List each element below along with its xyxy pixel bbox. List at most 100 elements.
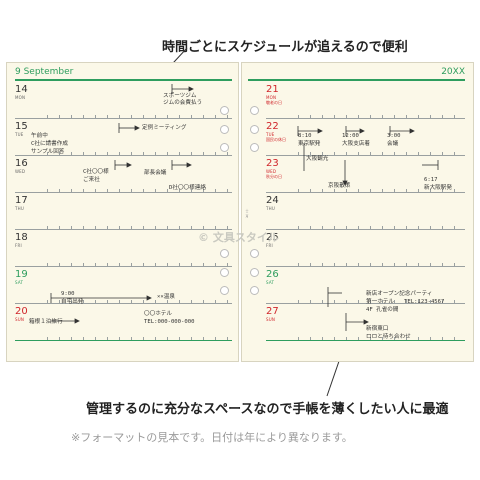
entry: TEL:000-000-000 [144,319,195,325]
year-header: 20XX [441,67,465,77]
binder-hole [220,286,229,295]
callout-thin-planner: 管理するのに充分なスペースなので手帳を薄くしたい人に最適 [86,402,449,417]
day-row-27[interactable]: 27 SUN [266,304,465,341]
row-divider [266,118,465,119]
row-divider [15,118,232,119]
entry: 京阪散策 [328,183,351,189]
binder-hole [220,268,229,277]
entry: 東京駅発 [298,141,321,147]
entry: 大阪観光 [306,156,329,162]
header-rule [248,79,465,81]
day-number: 20 [15,306,28,317]
entry: ご来社 [83,177,100,183]
day-name: THU [266,206,275,211]
entry: C社〇〇様 [83,169,109,175]
entry: 新宿東口 [366,326,389,332]
time-ticks [298,263,465,267]
day-row-15[interactable]: 15 TUE [15,119,232,156]
time-ticks [298,189,465,193]
time-ticks [298,300,465,304]
day-row-23[interactable]: 23 WED 秋分の日 [266,156,465,193]
time-ticks [47,226,232,230]
time-ticks [298,115,465,119]
day-number: 14 [15,84,28,95]
day-row-14[interactable]: 14 MON [15,82,232,119]
row-divider [15,303,232,304]
spine-label: 十二月 [245,209,249,218]
time-ticks [47,115,232,119]
time-ticks [298,152,465,156]
day-name: SAT [15,280,24,285]
entry: ロロと待ち合わせ [366,334,411,340]
day-number: 19 [15,269,28,280]
entry: 会議 [387,141,399,147]
entry: 12:00 [342,133,359,139]
day-row-26[interactable]: 26 SAT [266,267,465,304]
planner-right-page: 20XX 十二月 21 MON 敬老の日 22 TUE 国民の休日 23 WED… [241,62,474,362]
day-number: 22 [266,121,279,132]
day-name: SUN [266,317,276,322]
day-row-24[interactable]: 24 THU [266,193,465,230]
day-number: 23 [266,158,279,169]
header-rule [15,79,232,81]
binder-hole [250,125,259,134]
day-row-17[interactable]: 17 THU [15,193,232,230]
day-number: 21 [266,84,279,95]
day-row-20[interactable]: 20 SUN [15,304,232,341]
day-name: FRI [266,243,273,248]
row-divider [266,303,465,304]
holiday-label: 敬老の日 [266,100,282,105]
callout-schedule-by-time: 時間ごとにスケジュールが追えるので便利 [162,40,408,55]
time-ticks [47,300,232,304]
day-row-21[interactable]: 21 MON 敬老の日 [266,82,465,119]
time-ticks [47,263,232,267]
holiday-label: 秋分の日 [266,174,282,179]
day-name: SUN [15,317,25,322]
entry: 自宅出発 [61,299,84,305]
entry: 新店オープン記念パーティ [366,291,433,297]
footnote: ※フォーマットの見本です。日付は年により異なります。 [71,431,353,444]
entry: 大阪支店着 [342,141,370,147]
day-name: TUE [15,132,24,137]
row-divider [266,340,465,341]
binder-hole [220,125,229,134]
row-divider [15,340,232,341]
day-number: 15 [15,121,28,132]
entry: 3:00 [387,133,401,139]
entry: 〇〇ホテル [144,311,172,317]
entry: D社〇〇様連絡 [169,185,206,191]
day-number: 27 [266,306,279,317]
entry: 6:17 [424,177,438,183]
time-ticks [47,152,232,156]
time-ticks [298,337,465,341]
entry: 9:00 [61,291,75,297]
binder-hole [250,249,259,258]
schedule-arrows [50,84,194,324]
watermark: © 文具スタイル [198,231,279,244]
row-divider [15,229,232,230]
day-number: 26 [266,269,279,280]
entry: 8:10 [298,133,312,139]
entry: 第一ホテル [366,299,394,305]
day-row-18[interactable]: 18 FRI [15,230,232,267]
entry: ××温泉 [157,294,175,300]
month-header: 9 September [15,67,74,77]
time-ticks [298,226,465,230]
day-number: 24 [266,195,279,206]
day-row-25[interactable]: 25 FRI [266,230,465,267]
day-row-16[interactable]: 16 WED [15,156,232,193]
time-ticks [47,337,232,341]
entry: サンプル回答 [31,149,65,155]
binder-hole [250,268,259,277]
day-number: 18 [15,232,28,243]
day-name: FRI [15,243,22,248]
binder-hole [250,286,259,295]
planner-left-page: 9 September 14 MON 15 TUE 16 WED 17 THU … [6,62,239,362]
day-row-22[interactable]: 22 TUE 国民の休日 [266,119,465,156]
day-row-19[interactable]: 19 SAT [15,267,232,304]
row-divider [266,192,465,193]
day-number: 16 [15,158,28,169]
entry: 定例ミーティング [142,125,187,131]
row-divider [266,266,465,267]
binder-hole [220,143,229,152]
